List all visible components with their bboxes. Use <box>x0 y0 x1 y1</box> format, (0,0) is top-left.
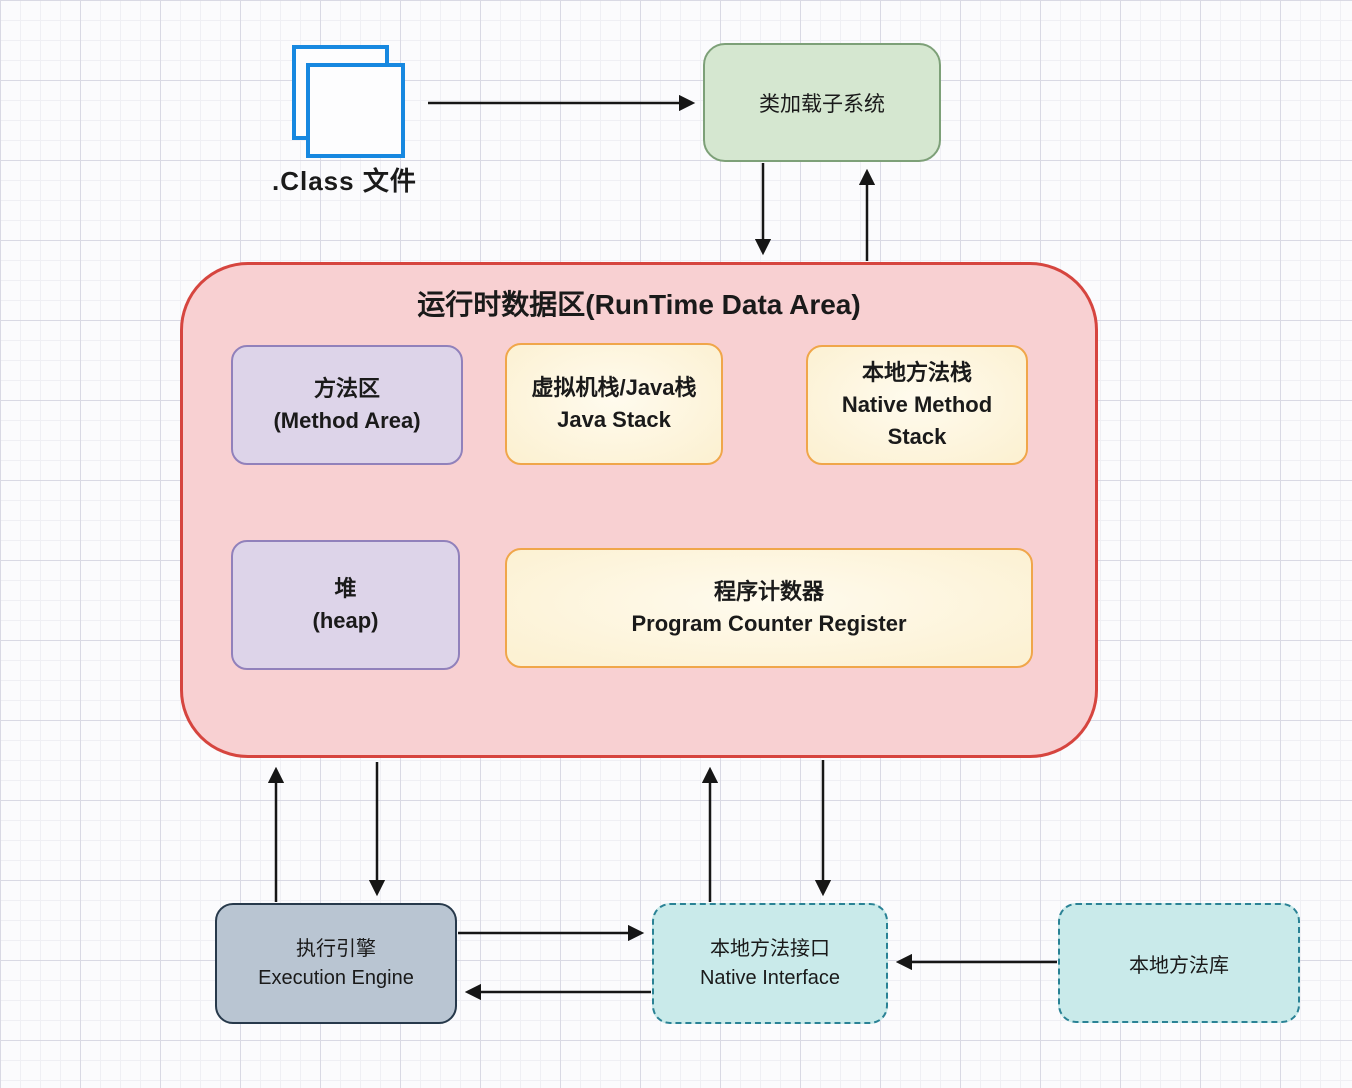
method-area-label-en: (Method Area) <box>273 408 421 433</box>
native-method-stack-label-en: Native Method Stack <box>841 392 993 449</box>
execution-engine-label-en: Execution Engine <box>258 966 414 989</box>
execution-engine-label-cn: 执行引擎 <box>296 937 376 960</box>
runtime-data-area-title: 运行时数据区(RunTime Data Area) <box>417 289 861 320</box>
heap-label-cn: 堆 <box>334 576 357 602</box>
heap-box: 堆 (heap) <box>231 540 460 670</box>
java-stack-label-cn: 虚拟机栈/Java栈 <box>531 375 697 401</box>
java-stack-label-en: Java Stack <box>557 407 671 432</box>
method-area-box: 方法区 (Method Area) <box>231 345 463 465</box>
native-method-stack-label-cn: 本地方法栈 <box>861 360 972 386</box>
class-loader-subsystem-box: 类加载子系统 <box>703 43 941 162</box>
program-counter-register-label-en: Program Counter Register <box>631 611 907 636</box>
class-file-icon-front-sheet <box>306 63 405 158</box>
java-stack-box: 虚拟机栈/Java栈 Java Stack <box>505 343 723 465</box>
class-file-label: .Class 文件 <box>272 166 417 196</box>
native-library-box: 本地方法库 <box>1058 903 1300 1023</box>
execution-engine-box: 执行引擎 Execution Engine <box>215 903 457 1024</box>
class-loader-subsystem-label: 类加载子系统 <box>759 92 885 116</box>
native-interface-label-cn: 本地方法接口 <box>710 937 830 960</box>
native-interface-box: 本地方法接口 Native Interface <box>652 903 888 1024</box>
native-interface-label-en: Native Interface <box>699 966 841 989</box>
native-method-stack-box: 本地方法栈 Native Method Stack <box>806 345 1028 465</box>
program-counter-register-label-cn: 程序计数器 <box>713 579 824 605</box>
program-counter-register-box: 程序计数器 Program Counter Register <box>505 548 1033 668</box>
heap-label-en: (heap) <box>312 608 379 633</box>
native-library-label: 本地方法库 <box>1129 954 1229 977</box>
class-file-icon <box>292 45 407 160</box>
runtime-data-area-box: 运行时数据区(RunTime Data Area) 方法区 (Method Ar… <box>180 262 1098 758</box>
method-area-label-cn: 方法区 <box>313 376 380 402</box>
